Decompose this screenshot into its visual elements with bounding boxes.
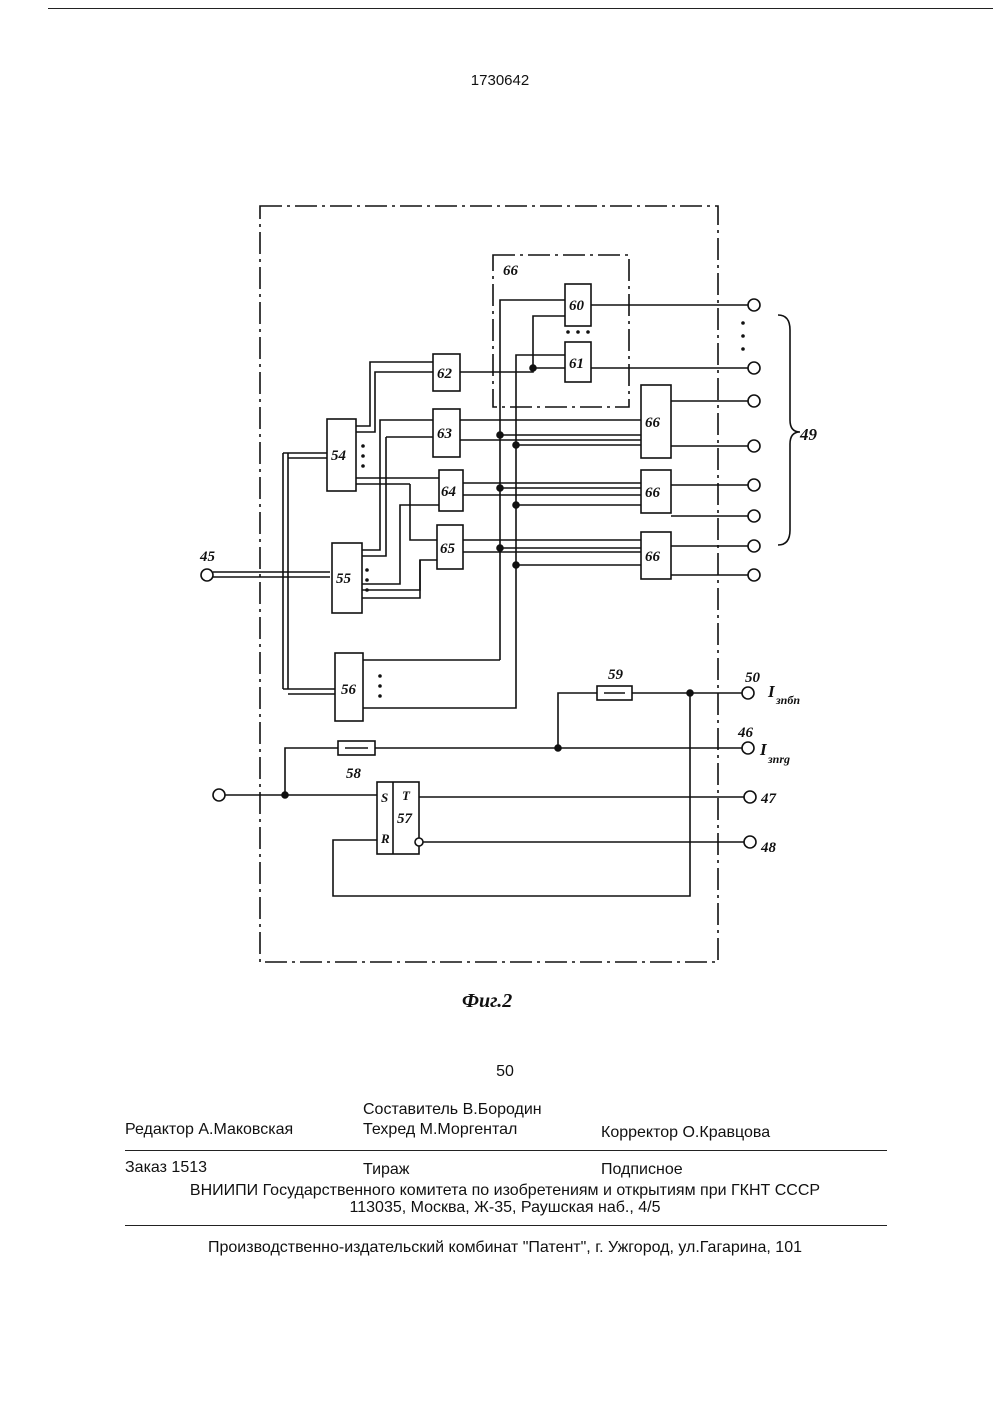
label-59: 59 <box>608 667 624 683</box>
page-number: 50 <box>480 1063 530 1081</box>
address-line: 113035, Москва, Ж-35, Раушская наб., 4/5 <box>100 1199 910 1217</box>
label-flip-t: T <box>402 788 411 803</box>
label-47: 47 <box>760 791 777 807</box>
label-45: 45 <box>199 549 216 565</box>
footer-rule-2 <box>125 1225 887 1226</box>
brace-49 <box>778 315 800 545</box>
label-i-zprg: I <box>759 740 768 759</box>
footer-rule-1 <box>125 1150 887 1151</box>
terminal-49-4 <box>748 440 760 452</box>
label-65: 65 <box>440 541 456 557</box>
terminal-49-1 <box>748 299 760 311</box>
label-60: 60 <box>569 298 585 314</box>
terminal-46 <box>742 742 754 754</box>
label-63: 63 <box>437 426 453 442</box>
label-i-zprg-sub: зпrg <box>767 752 790 766</box>
label-66c: 66 <box>645 549 661 565</box>
terminal-49-8 <box>748 569 760 581</box>
label-48: 48 <box>760 840 777 856</box>
terminal-48 <box>744 836 756 848</box>
device-frame <box>260 206 718 962</box>
techred: Техред М.Моргентал <box>363 1121 517 1139</box>
label-i-zpbp: I <box>767 682 776 701</box>
terminal-49-6 <box>748 510 760 522</box>
terminal-input-bottom <box>213 789 225 801</box>
label-56: 56 <box>341 682 357 698</box>
terminal-47 <box>744 791 756 803</box>
publisher: Производственно-издательский комбинат "П… <box>100 1239 910 1257</box>
compiler: Составитель В.Бородин <box>363 1101 542 1119</box>
terminal-49-7 <box>748 540 760 552</box>
order: Заказ 1513 <box>125 1159 207 1177</box>
terminal-45 <box>201 569 213 581</box>
org-line: ВНИИПИ Государственного комитета по изоб… <box>100 1182 910 1200</box>
label-57: 57 <box>397 811 413 827</box>
circuit-diagram: 54 55 56 62 63 64 65 60 61 66 66 66 66 5… <box>0 0 1000 1030</box>
label-46: 46 <box>737 725 754 741</box>
label-66-group: 66 <box>503 263 519 279</box>
label-flip-r: R <box>380 831 390 846</box>
label-flip-s: S <box>381 790 388 805</box>
corrector: Корректор О.Кравцова <box>601 1124 770 1142</box>
circulation: Тираж <box>363 1161 410 1179</box>
label-i-zpbp-sub: зпбп <box>775 693 800 707</box>
label-64: 64 <box>441 484 457 500</box>
editor: Редактор А.Маковская <box>125 1121 293 1139</box>
label-54: 54 <box>331 448 347 464</box>
label-66b: 66 <box>645 485 661 501</box>
terminal-49-3 <box>748 395 760 407</box>
subscription: Подписное <box>601 1161 683 1179</box>
label-66a: 66 <box>645 415 661 431</box>
label-49: 49 <box>799 425 818 444</box>
label-61: 61 <box>569 356 584 372</box>
terminal-50 <box>742 687 754 699</box>
label-58: 58 <box>346 766 362 782</box>
label-55: 55 <box>336 571 352 587</box>
figure-caption: Фиг.2 <box>462 990 512 1012</box>
terminal-49-5 <box>748 479 760 491</box>
label-50: 50 <box>745 670 761 686</box>
terminal-49-2 <box>748 362 760 374</box>
label-62: 62 <box>437 366 453 382</box>
